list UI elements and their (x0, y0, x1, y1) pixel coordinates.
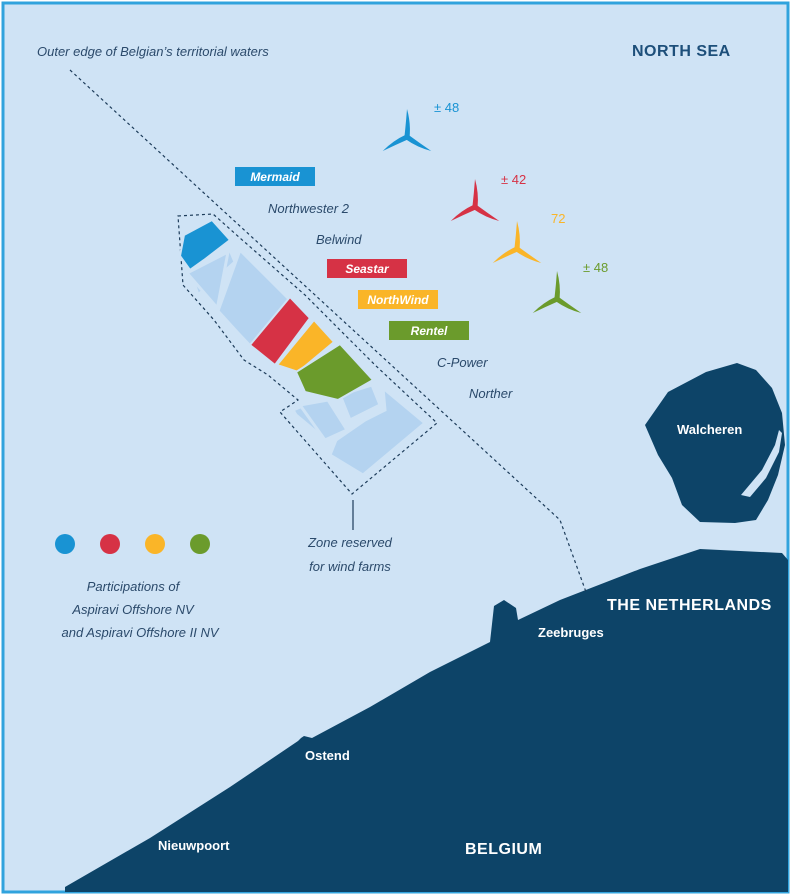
turbine-blade-3 (492, 246, 519, 263)
tag-northwind-label: NorthWind (367, 293, 429, 307)
tag-rentel-label: Rentel (411, 324, 448, 338)
ostend-label: Ostend (305, 748, 350, 763)
turbine-yellow (492, 221, 542, 263)
north-sea-label: NORTH SEA (632, 43, 731, 60)
turbine-blade-2 (555, 296, 582, 313)
turbine-count-blue: ± 48 (434, 100, 459, 115)
participations-line1: Participations of (87, 579, 181, 594)
turbine-count-yellow: 72 (551, 211, 565, 226)
turbine-hub (472, 204, 478, 210)
wind-zone-outline (177, 213, 438, 495)
legend-dot-red (100, 534, 120, 554)
nieuwpoort-label: Nieuwpoort (158, 838, 230, 853)
tag-seastar-bg (327, 259, 407, 278)
zone-parcel-lower-b (297, 398, 350, 442)
farm-label-cpower: C-Power (437, 355, 488, 370)
turbine-blade-2 (515, 246, 542, 263)
turbine-blue (382, 109, 432, 151)
turbine-count-green: ± 48 (583, 260, 608, 275)
tag-seastar-label: Seastar (345, 262, 390, 276)
turbine-hub (514, 246, 520, 252)
turbine-red (450, 179, 500, 221)
belgium-label: BELGIUM (465, 841, 542, 858)
turbine-count-red: ± 42 (501, 172, 526, 187)
walcheren-island (645, 363, 785, 523)
turbine-blade-3 (382, 134, 409, 151)
legend-dot-blue (55, 534, 75, 554)
tag-rentel-bg (389, 321, 469, 340)
zeebrugge-label: Zeebruges (538, 625, 604, 640)
participations-line3: and Aspiravi Offshore II NV (61, 625, 219, 640)
parcel-mermaid (178, 218, 232, 272)
tag-northwind-bg (358, 290, 438, 309)
farm-label-northwester2: Northwester 2 (268, 201, 350, 216)
turbine-blade-1 (554, 271, 560, 299)
territorial-waters-line (69, 69, 587, 593)
tag-mermaid-label: Mermaid (250, 170, 300, 184)
netherlands-label: THE NETHERLANDS (607, 597, 772, 614)
turbine-blade-2 (405, 134, 432, 151)
turbine-green (532, 271, 582, 313)
parcel-seastar (248, 295, 312, 367)
mainland-coast (65, 549, 788, 892)
turbine-blade-3 (450, 204, 477, 221)
territorial-edge-label: Outer edge of Belgian’s territorial wate… (37, 44, 269, 59)
farm-label-belwind: Belwind (316, 232, 362, 247)
walcheren-channel (741, 430, 782, 497)
turbine-blade-2 (473, 204, 500, 221)
legend-dot-green (190, 534, 210, 554)
turbine-hub (554, 296, 560, 302)
zone-parcel-norther (328, 384, 428, 477)
turbine-blade-1 (472, 179, 478, 207)
walcheren-label: Walcheren (677, 422, 742, 437)
parcel-rentel (294, 342, 375, 402)
farm-label-norther: Norther (469, 386, 513, 401)
legend-dot-yellow (145, 534, 165, 554)
turbine-hub (404, 134, 410, 140)
zone-reserved-label-line1: Zone reserved (307, 535, 393, 550)
participations-line2: Aspiravi Offshore NV (71, 602, 195, 617)
turbine-blade-3 (532, 296, 559, 313)
zone-reserved-label-line2: for wind farms (309, 559, 391, 574)
tag-mermaid-bg (235, 167, 315, 186)
turbine-blade-1 (514, 221, 520, 249)
turbine-blade-1 (404, 109, 410, 137)
